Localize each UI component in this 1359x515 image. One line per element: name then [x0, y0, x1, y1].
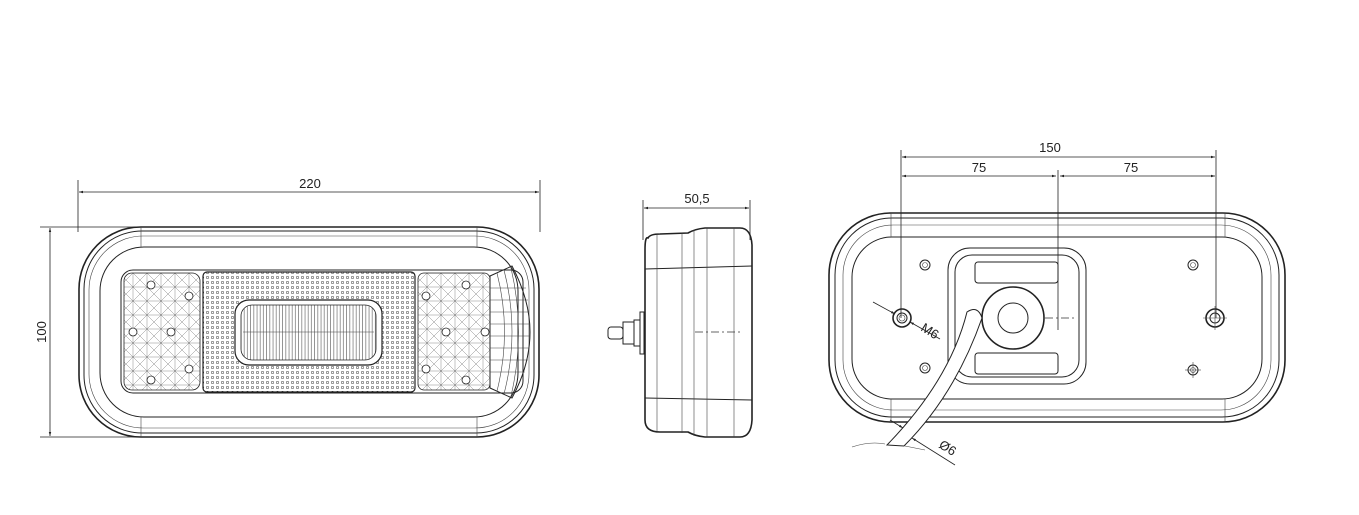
width-dimension-label: 220 [299, 176, 321, 191]
center-reflector [202, 271, 416, 393]
screw-bosses [919, 259, 1201, 378]
height-dimension-label: 100 [34, 321, 49, 343]
front-view: 220 100 [34, 176, 541, 438]
thread-label: M6 [918, 320, 941, 342]
side-reflex-segment [489, 265, 531, 399]
half-spacing-right-label: 75 [1124, 160, 1138, 175]
thread-annotation: M6 [872, 301, 942, 342]
hole-spacing-label: 150 [1039, 140, 1061, 155]
half-spacing-left-label: 75 [972, 160, 986, 175]
mounting-stud [607, 311, 645, 355]
height-dimension: 100 [34, 226, 140, 438]
cable [851, 309, 983, 451]
depth-dimension-label: 50,5 [684, 191, 709, 206]
mounting-hole-left [892, 308, 912, 328]
right-led-cluster [417, 272, 491, 391]
mounting-hole-right [1203, 306, 1227, 330]
left-led-cluster [123, 272, 201, 391]
side-view: 50,5 [607, 191, 753, 438]
hole-spacing-dimension: 150 75 75 [900, 140, 1217, 330]
width-dimension: 220 [77, 176, 541, 232]
rear-view: 150 75 75 [828, 140, 1286, 466]
